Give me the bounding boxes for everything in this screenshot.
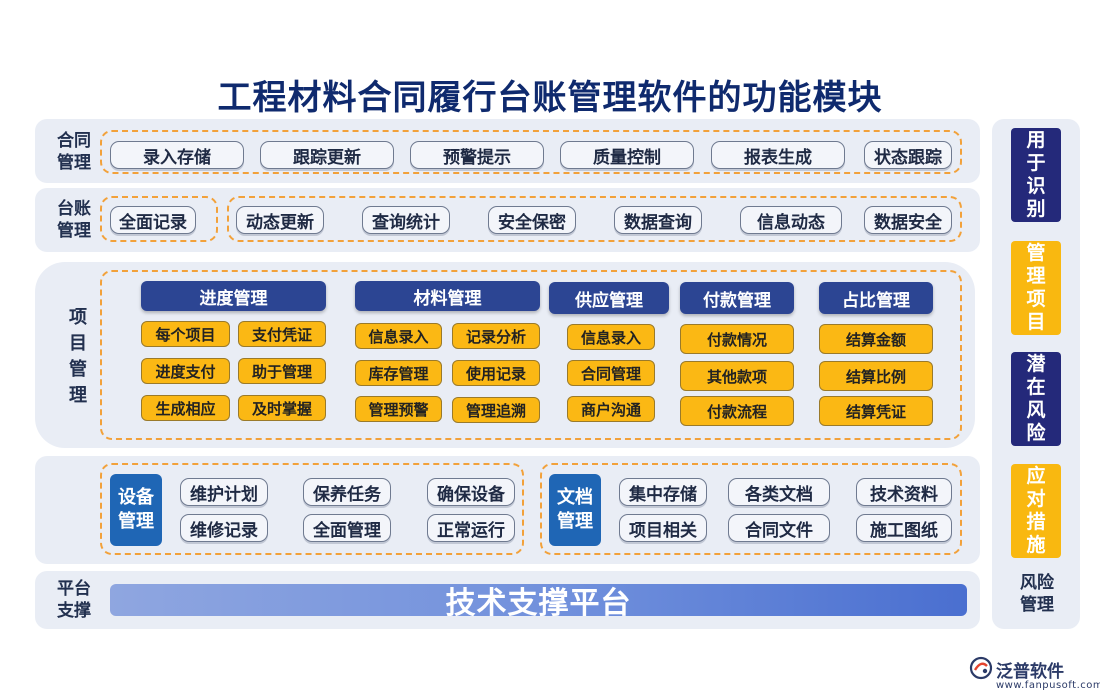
docs-dash-group (540, 463, 962, 555)
project-item[interactable]: 结算金额 (819, 324, 933, 354)
project-item[interactable]: 信息录入 (355, 323, 442, 349)
ledger-item[interactable]: 信息动态 (740, 206, 842, 234)
project-group-header: 进度管理 (141, 281, 326, 311)
risk-block: 管 理 项 目 (1011, 241, 1061, 335)
equipment-item[interactable]: 全面管理 (303, 514, 391, 542)
project-item[interactable]: 助于管理 (238, 358, 326, 384)
project-item[interactable]: 每个项目 (141, 321, 230, 347)
page-title: 工程材料合同履行台账管理软件的功能模块 (217, 78, 883, 118)
ledger-item[interactable]: 全面记录 (110, 206, 196, 234)
project-label: 项 目 管 理 (69, 307, 87, 406)
equip-doc-band (35, 456, 980, 564)
brand-logo-icon (969, 656, 993, 680)
project-item[interactable]: 商户沟通 (567, 396, 655, 422)
contract-label: 合同 管理 (57, 131, 91, 173)
project-group-header: 供应管理 (549, 282, 669, 314)
project-item[interactable]: 其他款项 (680, 361, 794, 391)
ledger-dash-group (227, 196, 962, 242)
docs-item[interactable]: 技术资料 (856, 478, 952, 506)
contract-item[interactable]: 状态跟踪 (864, 141, 952, 169)
equipment-item[interactable]: 维修记录 (180, 514, 268, 542)
ledger-item[interactable]: 查询统计 (362, 206, 450, 234)
project-item[interactable]: 付款情况 (680, 324, 794, 354)
contract-item[interactable]: 报表生成 (711, 141, 845, 169)
project-item[interactable]: 使用记录 (452, 360, 540, 386)
project-item[interactable]: 付款流程 (680, 396, 794, 426)
equipment-label: 设备 管理 (110, 474, 162, 546)
project-dash-group (100, 270, 962, 440)
contract-item[interactable]: 质量控制 (560, 141, 694, 169)
project-item[interactable]: 及时掌握 (238, 395, 326, 421)
project-group-header: 材料管理 (355, 281, 540, 311)
docs-item[interactable]: 施工图纸 (856, 514, 952, 542)
ledger-item[interactable]: 数据安全 (864, 206, 952, 234)
contract-item[interactable]: 预警提示 (410, 141, 544, 169)
ledger-item[interactable]: 动态更新 (236, 206, 324, 234)
docs-item[interactable]: 集中存储 (619, 478, 707, 506)
contract-item[interactable]: 跟踪更新 (260, 141, 394, 169)
project-item[interactable]: 支付凭证 (238, 321, 326, 347)
contract-item[interactable]: 录入存储 (110, 141, 244, 169)
equipment-dash-group (100, 463, 524, 555)
project-item[interactable]: 进度支付 (141, 358, 230, 384)
equipment-item[interactable]: 维护计划 (180, 478, 268, 506)
project-item[interactable]: 管理预警 (355, 396, 442, 422)
platform-label: 平台 支撑 (57, 579, 91, 621)
docs-item[interactable]: 合同文件 (728, 514, 830, 542)
project-group-header: 占比管理 (819, 282, 933, 314)
docs-item[interactable]: 项目相关 (619, 514, 707, 542)
ledger-label: 台账 管理 (57, 199, 91, 241)
project-item[interactable]: 生成相应 (141, 395, 230, 421)
equipment-item[interactable]: 保养任务 (303, 478, 391, 506)
project-group-header: 付款管理 (680, 282, 794, 314)
brand-name: 泛普软件 (996, 662, 1064, 682)
risk-label: 风险 管理 (1020, 573, 1054, 615)
ledger-item[interactable]: 数据查询 (614, 206, 702, 234)
project-item[interactable]: 管理追溯 (452, 397, 540, 423)
project-item[interactable]: 信息录入 (567, 324, 655, 350)
risk-block: 应 对 措 施 (1011, 464, 1061, 558)
project-item[interactable]: 结算比例 (819, 361, 933, 391)
docs-item[interactable]: 各类文档 (728, 478, 830, 506)
project-item[interactable]: 结算凭证 (819, 396, 933, 426)
project-item[interactable]: 合同管理 (567, 360, 655, 386)
equipment-item[interactable]: 正常运行 (427, 514, 515, 542)
contract-dash-group (100, 130, 962, 174)
ledger-dash-first (100, 196, 218, 242)
brand-url: www.fanpusoft.com (996, 680, 1100, 691)
risk-block: 潜 在 风 险 (1011, 352, 1061, 446)
project-item[interactable]: 库存管理 (355, 360, 442, 386)
docs-label: 文档 管理 (549, 474, 601, 546)
risk-block: 用 于 识 别 (1011, 128, 1061, 222)
project-item[interactable]: 记录分析 (452, 323, 540, 349)
ledger-item[interactable]: 安全保密 (488, 206, 576, 234)
tech-platform-bar: 技术支撑平台 (110, 584, 967, 621)
equipment-item[interactable]: 确保设备 (427, 478, 515, 506)
